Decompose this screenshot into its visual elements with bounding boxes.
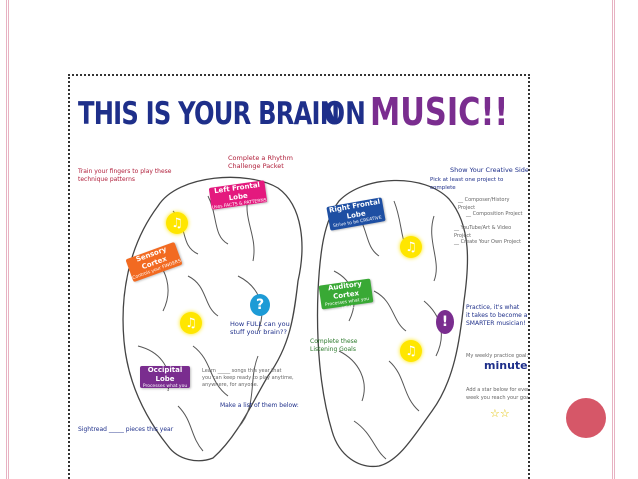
- slide-right-border: [612, 0, 615, 479]
- title-music: MUSIC!!: [370, 90, 509, 134]
- add-star-text: Add a star below for every week you reac…: [466, 387, 530, 401]
- music-note-icon: ♫: [166, 212, 188, 234]
- accent-dot: [566, 398, 606, 438]
- occipital-title: Occipital Lobe: [147, 366, 183, 383]
- slide-left-border: [6, 0, 9, 479]
- creative-heading: Show Your Creative Side!: [450, 166, 530, 174]
- question-icon: ?: [250, 294, 270, 316]
- stars-icon: ☆☆: [490, 407, 510, 420]
- project-create: __ Create Your Own Project: [454, 239, 521, 245]
- project-composition: __ Composition Project: [466, 211, 523, 217]
- title-on: ON: [324, 96, 366, 132]
- lightbulb-icon: !: [436, 310, 454, 334]
- make-list-text: Make a list of them below:: [220, 402, 299, 409]
- challenge-text: Complete a Rhythm Challenge Packet: [228, 154, 293, 170]
- occipital-sub: Processes what you SEE: [142, 384, 188, 395]
- sightread-text: Sightread _____ pieces this year: [78, 426, 174, 433]
- music-note-icon: ♫: [400, 236, 422, 258]
- listening-goals-text: Complete these Listening Goals: [310, 338, 358, 353]
- learn-songs-text: Learn _____ songs this year that you can…: [202, 368, 294, 388]
- brain-music-poster: THIS IS YOUR BRAIN ON MUSIC!! Complete a…: [68, 74, 530, 479]
- train-text: Train your fingers to play these techniq…: [78, 168, 172, 183]
- weekly-goal-text: My weekly practice goal:: [466, 353, 529, 359]
- project-youtube: __ YouTube/Art & Video Project: [454, 225, 512, 239]
- project-composer: __ Composer/History Project: [458, 197, 510, 211]
- title-this-is-your-brain: THIS IS YOUR BRAIN: [78, 96, 340, 132]
- left-brain-drawing: [122, 176, 303, 462]
- music-note-icon: ♫: [400, 340, 422, 362]
- pick-project-text: Pick at least one project to complete: [430, 177, 504, 191]
- practice-text: Practice, it's what it takes to become a…: [466, 304, 528, 327]
- minutes-text: minutes: [484, 359, 530, 372]
- music-note-icon: ♫: [180, 312, 202, 334]
- label-occipital-lobe: Occipital Lobe Processes what you SEE: [140, 366, 190, 395]
- how-full-text: How FULL can you stuff your brain??: [230, 320, 290, 336]
